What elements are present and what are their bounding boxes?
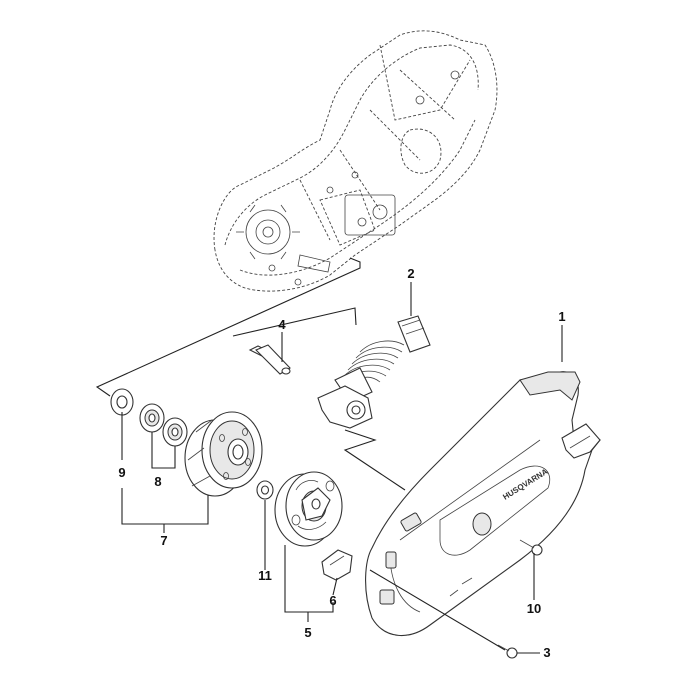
part-2-spring-assembly <box>317 315 431 429</box>
part-4-pin <box>248 344 291 375</box>
saw-body-ghost <box>213 30 498 292</box>
callout-10: 10 <box>527 601 541 616</box>
callout-8: 8 <box>154 474 161 489</box>
part-5-clutch <box>274 471 343 547</box>
callout-6: 6 <box>329 593 336 608</box>
callout-2: 2 <box>407 266 414 281</box>
part-6-spring-clip <box>321 549 353 581</box>
callout-1: 1 <box>558 309 565 324</box>
part-8-bearings <box>139 403 188 447</box>
part-7-pulley <box>184 411 263 497</box>
callout-7: 7 <box>160 533 167 548</box>
callout-3: 3 <box>543 645 550 660</box>
callout-5: 5 <box>304 625 311 640</box>
part-11-washer <box>256 480 274 500</box>
callout-9: 9 <box>118 465 125 480</box>
part-9-washer <box>110 388 134 416</box>
callout-11: 11 <box>258 568 272 583</box>
part-10-screw <box>519 539 543 556</box>
callout-4: 4 <box>278 317 286 332</box>
part-1-belt-guard: HUSQVARNA <box>365 371 601 637</box>
callout-labels: 1 2 3 4 5 6 7 8 9 10 11 <box>118 266 565 660</box>
leader-lines <box>95 257 563 654</box>
